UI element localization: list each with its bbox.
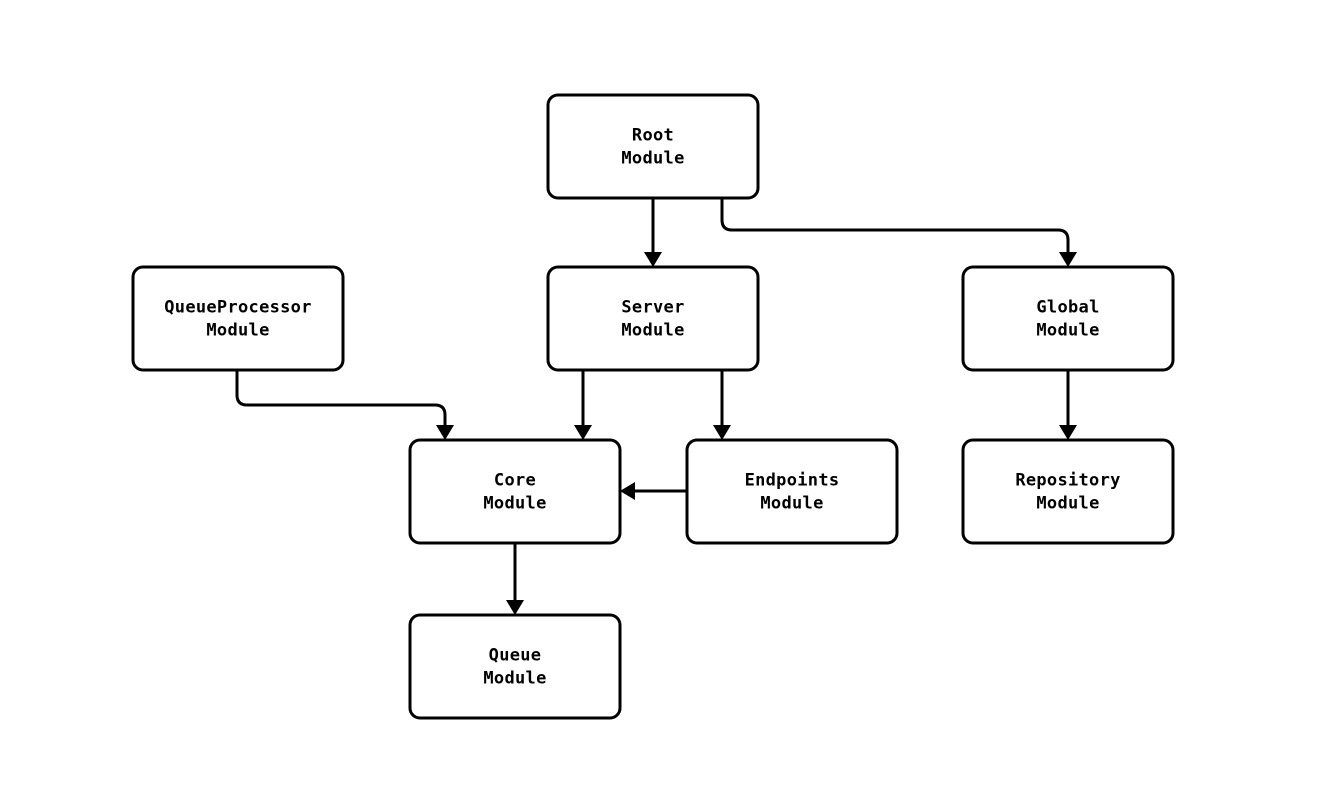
node-label-line1: Queue: [489, 646, 542, 666]
edge-queueprocessor-to-core: [235, 370, 454, 440]
node-label-line2: Module: [1036, 321, 1099, 341]
edges-layer: [235, 198, 1077, 615]
edge-root-to-global: [720, 198, 1077, 267]
edge-server-to-core: [574, 370, 592, 440]
node-label-line1: Server: [621, 298, 684, 318]
node-box[interactable]: [408, 438, 622, 545]
arrow-head-icon: [713, 425, 731, 440]
node-label-line2: Module: [1036, 494, 1099, 514]
node-label-line2: Module: [621, 321, 684, 341]
node-box[interactable]: [961, 265, 1175, 372]
arrow-head-icon: [620, 482, 635, 500]
arrow-head-icon: [436, 425, 454, 440]
node-label-line2: Module: [206, 321, 269, 341]
edge-line: [720, 198, 1070, 252]
node-box[interactable]: [546, 265, 760, 372]
node-label-line1: Repository: [1015, 471, 1120, 491]
node-label-line2: Module: [483, 669, 546, 689]
edge-endpoints-to-core: [620, 482, 687, 500]
node-label-line1: Root: [632, 126, 674, 146]
arrow-head-icon: [1059, 252, 1077, 267]
node-label-line1: Global: [1036, 298, 1099, 318]
node-box[interactable]: [408, 613, 622, 720]
arrow-head-icon: [574, 425, 592, 440]
node-label-line2: Module: [760, 494, 823, 514]
arrow-head-icon: [644, 252, 662, 267]
nodes-layer: RootModuleQueueProcessorModuleServerModu…: [131, 93, 1175, 720]
node-box[interactable]: [546, 93, 760, 200]
edge-root-to-server: [644, 198, 662, 267]
arrow-head-icon: [1059, 425, 1077, 440]
node-label-line2: Module: [483, 494, 546, 514]
node-box[interactable]: [961, 438, 1175, 545]
node-label-line1: Core: [494, 471, 536, 491]
edge-core-to-queue: [506, 543, 524, 615]
node-box[interactable]: [685, 438, 899, 545]
node-label-line1: Endpoints: [745, 471, 840, 491]
node-box[interactable]: [131, 265, 345, 372]
edge-line: [235, 370, 447, 425]
edge-server-to-endpoints: [713, 370, 731, 440]
edge-global-to-repository: [1059, 370, 1077, 440]
node-label-line2: Module: [621, 149, 684, 169]
node-label-line1: QueueProcessor: [164, 298, 312, 318]
arrow-head-icon: [506, 600, 524, 615]
